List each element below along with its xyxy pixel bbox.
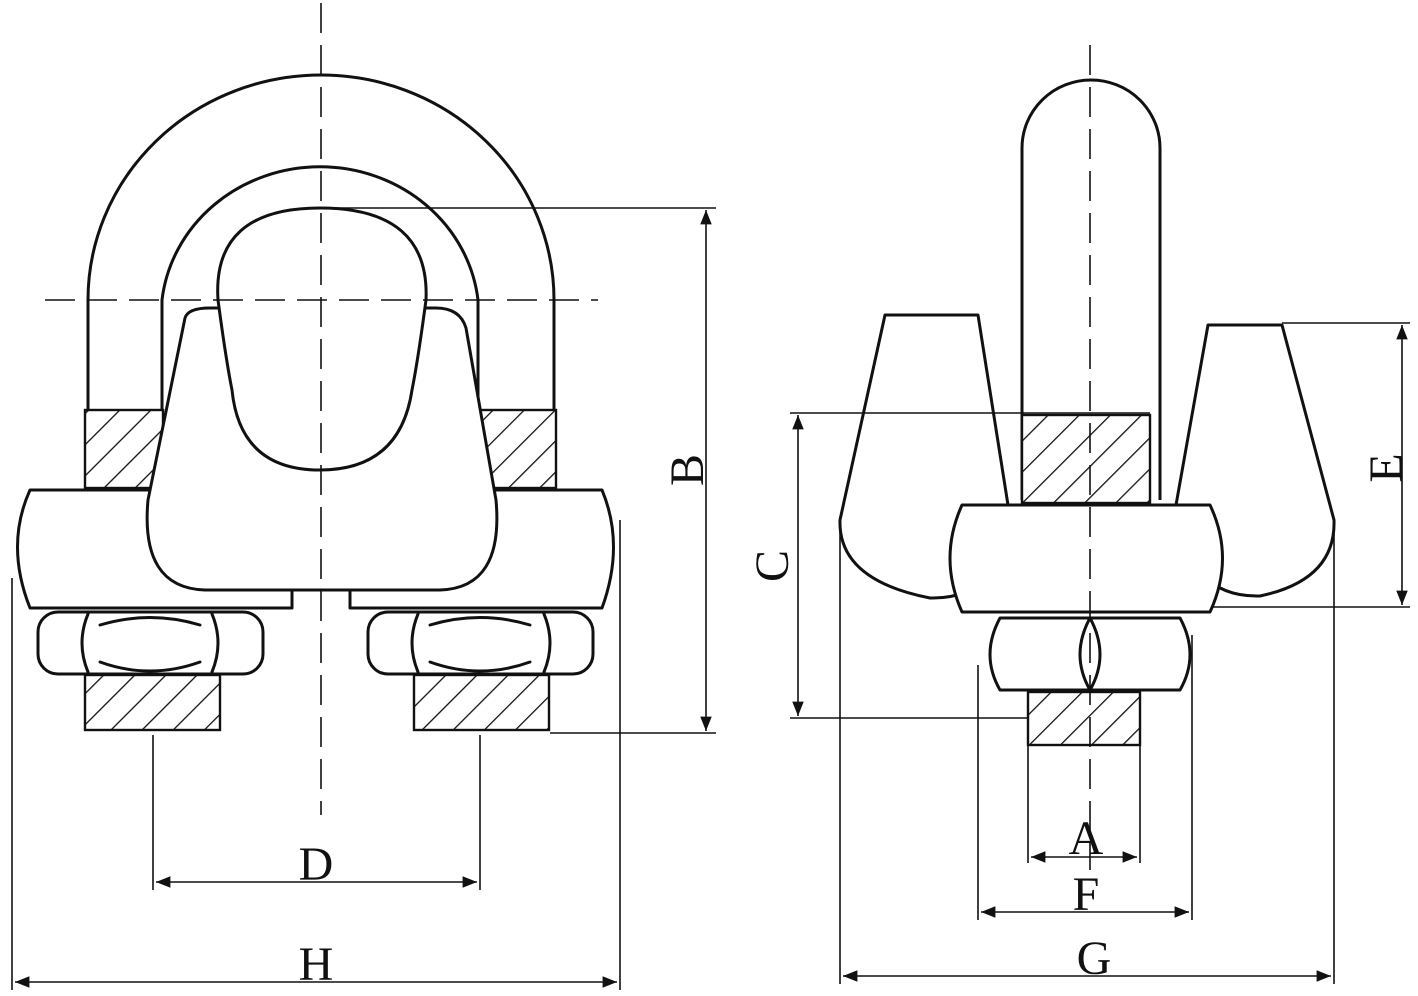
label-e: E: [1360, 453, 1413, 482]
stem-section: [1020, 413, 1152, 505]
label-f: F: [1073, 868, 1100, 921]
label-d: D: [299, 838, 334, 891]
label-b: B: [661, 454, 714, 486]
front-view: [16, 3, 615, 815]
side-stem: [1020, 78, 1162, 500]
side-thread-end: [1026, 690, 1142, 747]
label-g: G: [1077, 932, 1112, 985]
dimension-labels: B D H C E A F G: [299, 453, 1413, 991]
nut-left: [36, 610, 265, 676]
nut-right: [366, 610, 595, 676]
u-bolt-inner: [160, 165, 480, 412]
label-h: H: [299, 938, 334, 991]
side-view: [838, 45, 1336, 870]
dimensions: [11, 207, 1410, 990]
thread-end-right: [412, 673, 551, 732]
thread-end-left: [83, 673, 222, 732]
label-a: A: [1069, 812, 1104, 865]
leg-section-right: [476, 408, 558, 490]
side-hex-nut: [988, 616, 1192, 692]
label-c: C: [746, 550, 799, 582]
rope-section: [216, 206, 428, 472]
side-nut-body: [948, 503, 1224, 614]
